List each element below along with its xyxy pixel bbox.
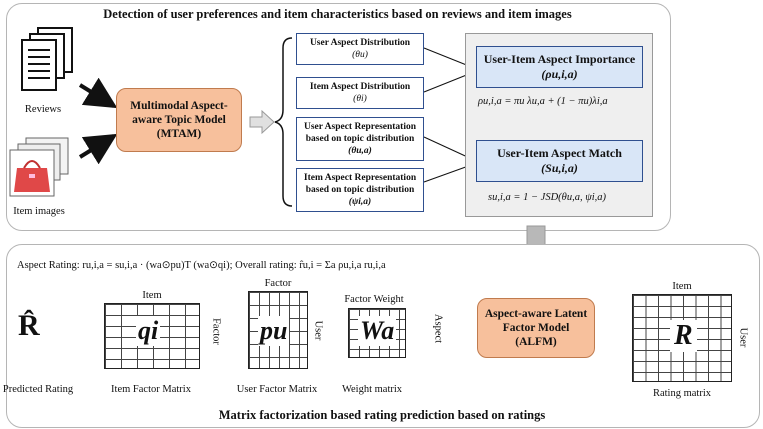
dist-1-line1: Item Aspect Distribution — [309, 82, 411, 92]
rating-matrix-caption: Rating matrix — [652, 388, 712, 399]
bottom-panel-title: Matrix factorization based rating predic… — [218, 408, 546, 422]
dist-0-line1: User Aspect Distribution — [309, 38, 411, 48]
weight-matrix-caption: Weight matrix — [341, 384, 403, 395]
mtam-box: Multimodal Aspect-aware Topic Model (MTA… — [116, 88, 242, 152]
documents-icon — [21, 27, 73, 91]
item-images-label: Item images — [13, 206, 65, 217]
alfm-box: Aspect-aware Latent Factor Model (ALFM) — [477, 298, 595, 358]
item-matrix-side-label: Factor — [210, 318, 222, 345]
rating-matrix-symbol: R — [670, 320, 697, 352]
alfm-label: Aspect-aware Latent Factor Model (ALFM) — [484, 308, 588, 348]
user-matrix-top-label: Factor — [264, 278, 292, 289]
match-line1: User-Item Aspect Match — [497, 146, 622, 160]
match-line2: (Su,i,a) — [541, 161, 578, 175]
reviews-label: Reviews — [24, 104, 62, 115]
user-matrix-caption: User Factor Matrix — [236, 384, 318, 395]
rating-matrix-side-label: User — [737, 327, 749, 348]
aspect-match-box: User-Item Aspect Match (Su,i,a) — [476, 140, 643, 182]
importance-formula: ρu,i,a = πu λu,a + (1 − πu)λi,a — [478, 96, 608, 107]
mtam-label: Multimodal Aspect-aware Topic Model (MTA… — [130, 100, 228, 140]
item-matrix-top-label: Item — [142, 290, 162, 301]
user-aspect-representation-box: User Aspect Representation based on topi… — [296, 117, 424, 161]
weight-matrix-top-label: Factor Weight — [344, 294, 404, 305]
predicted-rating-caption: Predicted Rating — [2, 384, 74, 395]
dist-3-line2: (ψi,a) — [348, 197, 372, 207]
user-matrix-side-label: User — [312, 320, 324, 341]
item-matrix-caption: Item Factor Matrix — [111, 384, 191, 395]
weight-matrix-side-label: Aspect — [432, 313, 444, 344]
rating-matrix-top-label: Item — [672, 281, 692, 292]
user-aspect-distribution-box: User Aspect Distribution (θu) — [296, 33, 424, 65]
importance-line2: (ρu,i,a) — [541, 67, 578, 81]
dist-2-line1: User Aspect Representation based on topi… — [303, 122, 417, 144]
item-aspect-representation-box: Item Aspect Representation based on topi… — [296, 168, 424, 212]
dist-0-line2: (θu) — [352, 50, 368, 60]
aspect-importance-box: User-Item Aspect Importance (ρu,i,a) — [476, 46, 643, 88]
match-formula: su,i,a = 1 − JSD(θu,a, ψi,a) — [488, 192, 607, 203]
weight-matrix-symbol: Wa — [358, 316, 397, 346]
item-matrix-symbol: qi — [136, 316, 161, 346]
importance-line1: User-Item Aspect Importance — [483, 52, 636, 66]
dist-1-line2: (θi) — [353, 94, 367, 104]
dist-3-line1: Item Aspect Representation based on topi… — [303, 173, 417, 195]
dist-2-line2: (θu,a) — [348, 146, 372, 156]
user-matrix-symbol: pu — [258, 316, 290, 346]
bag-image-icon — [9, 137, 69, 197]
top-panel-title: Detection of user preferences and item c… — [103, 7, 572, 21]
predicted-rating-symbol: R̂ — [18, 309, 40, 342]
item-aspect-distribution-box: Item Aspect Distribution (θi) — [296, 77, 424, 109]
aspect-rating-formula: Aspect Rating: ru,i,a = su,i,a · (wa⊙pu)… — [17, 260, 386, 271]
